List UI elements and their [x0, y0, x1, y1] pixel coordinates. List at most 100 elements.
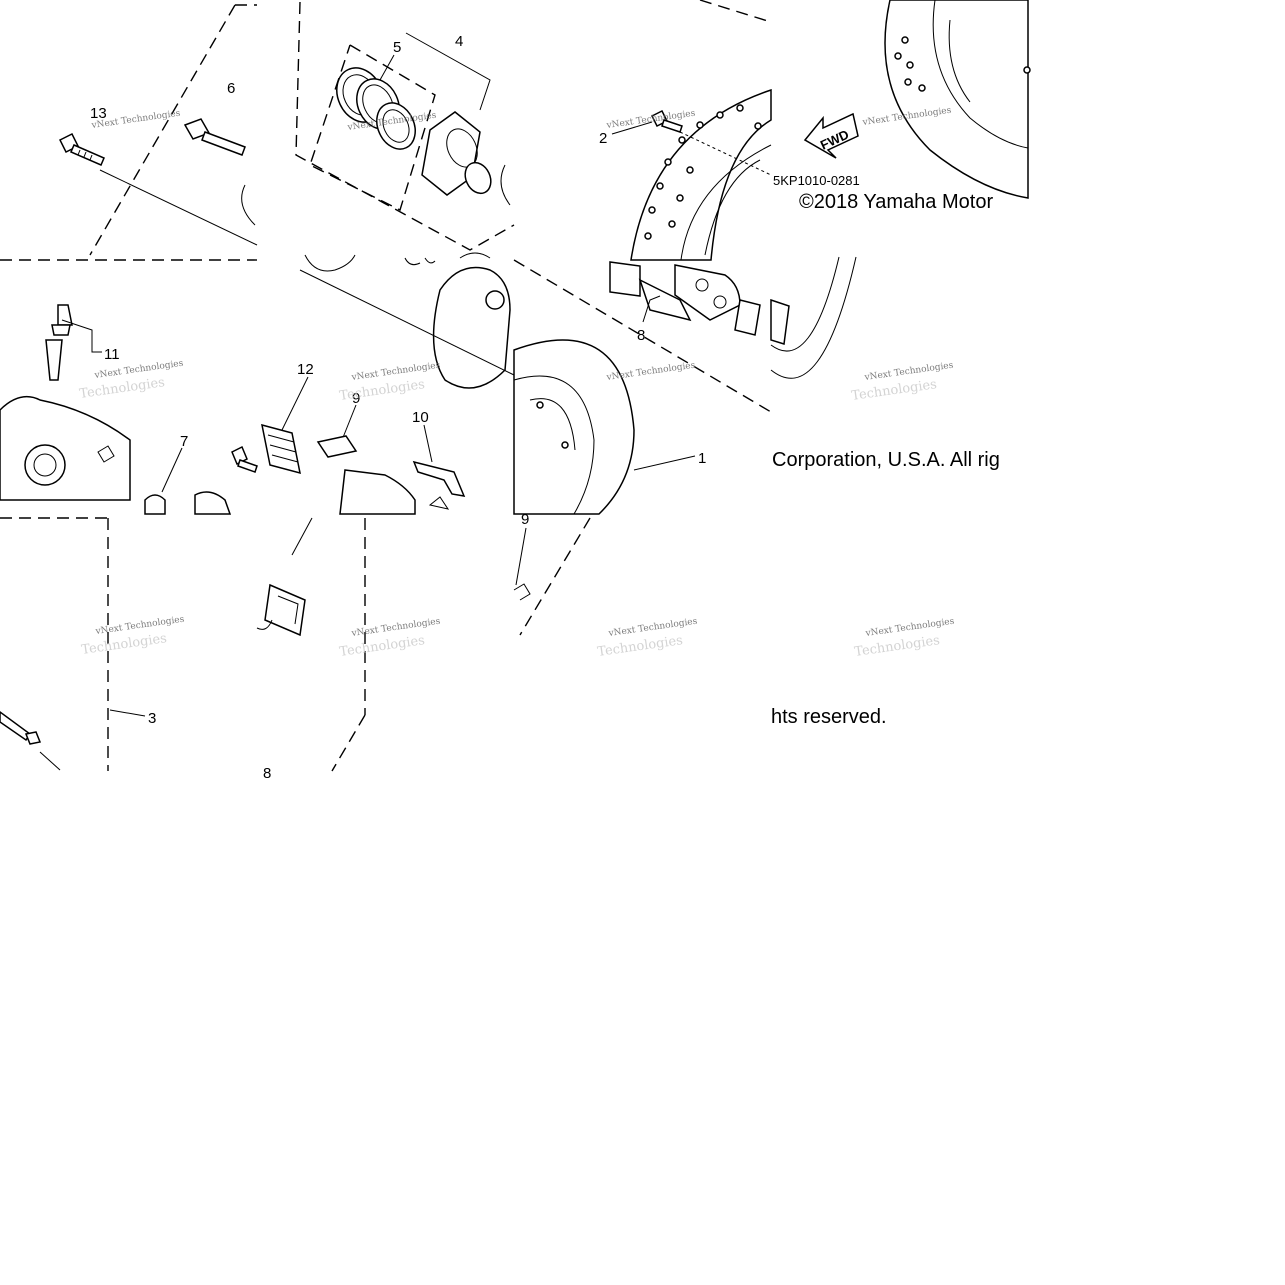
- leader-line: [99, 169, 258, 246]
- callout-3: 3: [148, 710, 156, 727]
- dashed-frame-line: [331, 714, 366, 772]
- caliper-bracket: [432, 266, 511, 389]
- tile-d: FWD 5KP1010-0281 ©2018 Yamaha Motor: [773, 0, 1031, 213]
- pad-part: [770, 298, 790, 345]
- caliper-body-part: [404, 257, 436, 266]
- dashed-frame-line: [89, 4, 236, 256]
- watermark-text: vNext Technologies: [605, 361, 696, 384]
- callout-9b: 9: [521, 511, 529, 528]
- brake-disc-outer: [630, 88, 772, 261]
- bush-7: [144, 494, 166, 515]
- copyright-line-3: hts reserved.: [771, 706, 887, 728]
- callout-5: 5: [393, 39, 401, 56]
- tile-f: [261, 266, 515, 515]
- tile-k: [513, 517, 591, 636]
- leader-line-4: [405, 32, 491, 111]
- brake-disc-2: [884, 0, 1029, 199]
- pad-retainer: [264, 583, 306, 637]
- copyright-line-1: ©2018 Yamaha Motor: [799, 191, 993, 213]
- watermark-text-faint: Technologies: [850, 377, 937, 404]
- brake-disc-inner: [680, 144, 772, 261]
- brake-disc-2-edge: [770, 256, 840, 352]
- leader-line-10: [423, 424, 433, 463]
- watermark-text: vNext Technologies: [864, 617, 955, 640]
- bleed-screw-11: [45, 304, 73, 381]
- leader-line-1: [633, 455, 696, 471]
- leader-line-5: [379, 54, 395, 81]
- brake-pad: [339, 469, 416, 515]
- callout-10: 10: [412, 409, 429, 426]
- tile-g: [513, 259, 772, 515]
- brake-disc-2-cutout: [948, 19, 971, 103]
- callout-11: 11: [104, 346, 120, 363]
- brake-disc-1-inner: [513, 375, 595, 515]
- pad-clip-9: [316, 435, 358, 458]
- leader-line-7: [161, 447, 183, 493]
- leader-line-11: [61, 319, 102, 353]
- leader-line: [291, 517, 313, 556]
- leader-line-dotted: [679, 131, 772, 176]
- callout-labels: 13 6 5 4 2 11 12 9 10 8 7 1 9 3 8: [90, 33, 706, 782]
- watermark-text-faint: Technologies: [80, 631, 167, 658]
- brake-disc-2-outer: [770, 256, 857, 379]
- leader-line-9b: [515, 527, 527, 586]
- tile-i: [0, 517, 146, 771]
- callout-1: 1: [698, 450, 706, 467]
- brake-disc-2-inner: [932, 0, 1029, 149]
- pin-6-part: [183, 118, 246, 156]
- callout-7: 7: [180, 433, 188, 450]
- bolt-13-part: [58, 132, 105, 166]
- callout-9: 9: [352, 390, 360, 407]
- caliper-bore: [24, 444, 66, 486]
- leader-line-3: [109, 709, 146, 717]
- tile-l: hts reserved.: [771, 706, 887, 728]
- callout-12: 12: [297, 361, 314, 378]
- leader-line-8: [642, 295, 661, 323]
- callout-6: 6: [227, 80, 235, 97]
- pad-shim-12: [261, 423, 301, 475]
- tile-j: [256, 517, 366, 772]
- part-edge: [256, 619, 273, 630]
- leader-line-2: [611, 121, 653, 135]
- dashed-frame-line: [519, 517, 591, 636]
- caliper-edge: [241, 184, 256, 226]
- watermark-text: vNext Technologies: [607, 617, 698, 640]
- watermark-text: vNext Technologies: [605, 109, 696, 132]
- callout-8: 8: [637, 327, 645, 344]
- pin-3-part: [0, 711, 61, 771]
- watermark-text: vNext Technologies: [350, 617, 441, 640]
- disc-holes: [644, 104, 762, 240]
- dashed-frame-line: [295, 1, 515, 251]
- part-edge: [513, 583, 531, 601]
- pad-spring-10: [412, 460, 466, 497]
- tile-b: [295, 1, 515, 272]
- leader-line: [299, 269, 515, 376]
- callout-8b: 8: [263, 765, 271, 782]
- fwd-arrow-icon: FWD: [803, 112, 859, 159]
- brake-pad-8: [609, 261, 761, 336]
- brake-disc-1: [513, 339, 635, 515]
- tile-h: Corporation, U.S.A. All rig: [770, 256, 1000, 471]
- caliper-body-part: [304, 254, 356, 272]
- bush: [194, 491, 232, 515]
- piston-parts: [421, 111, 511, 206]
- watermark-text: vNext Technologies: [863, 361, 954, 384]
- brake-disc-1-cutout: [529, 398, 576, 451]
- callout-13: 13: [90, 105, 107, 122]
- leader-line-12: [281, 376, 309, 431]
- caliper-body: [0, 395, 131, 501]
- callout-4: 4: [455, 33, 463, 50]
- copyright-line-2: Corporation, U.S.A. All rig: [772, 449, 1000, 471]
- callout-2: 2: [599, 130, 607, 147]
- brake-disc-cutout: [704, 159, 761, 256]
- dashed-frame-line: [513, 259, 772, 413]
- piston-seal-rings: [336, 67, 416, 150]
- dashed-frame-line: [699, 0, 772, 23]
- tile-e: [0, 259, 258, 515]
- caliper-body-part: [459, 252, 491, 259]
- tile-a: [58, 4, 258, 256]
- watermark-text: vNext Technologies: [350, 361, 441, 384]
- disc-2-holes: [894, 36, 1031, 92]
